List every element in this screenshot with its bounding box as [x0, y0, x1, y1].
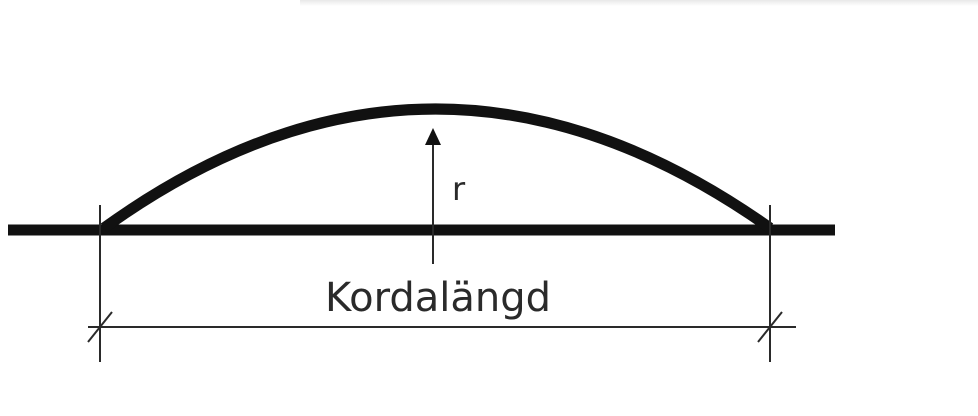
radius-arrow-head — [425, 128, 441, 145]
right-tick-mark — [757, 311, 783, 343]
left-tick-mark — [87, 311, 113, 343]
top-edge-shade — [300, 0, 978, 6]
arc-curve — [100, 103, 774, 233]
radius-label: r — [452, 170, 466, 208]
chord-length-label: Kordalängd — [325, 275, 551, 321]
